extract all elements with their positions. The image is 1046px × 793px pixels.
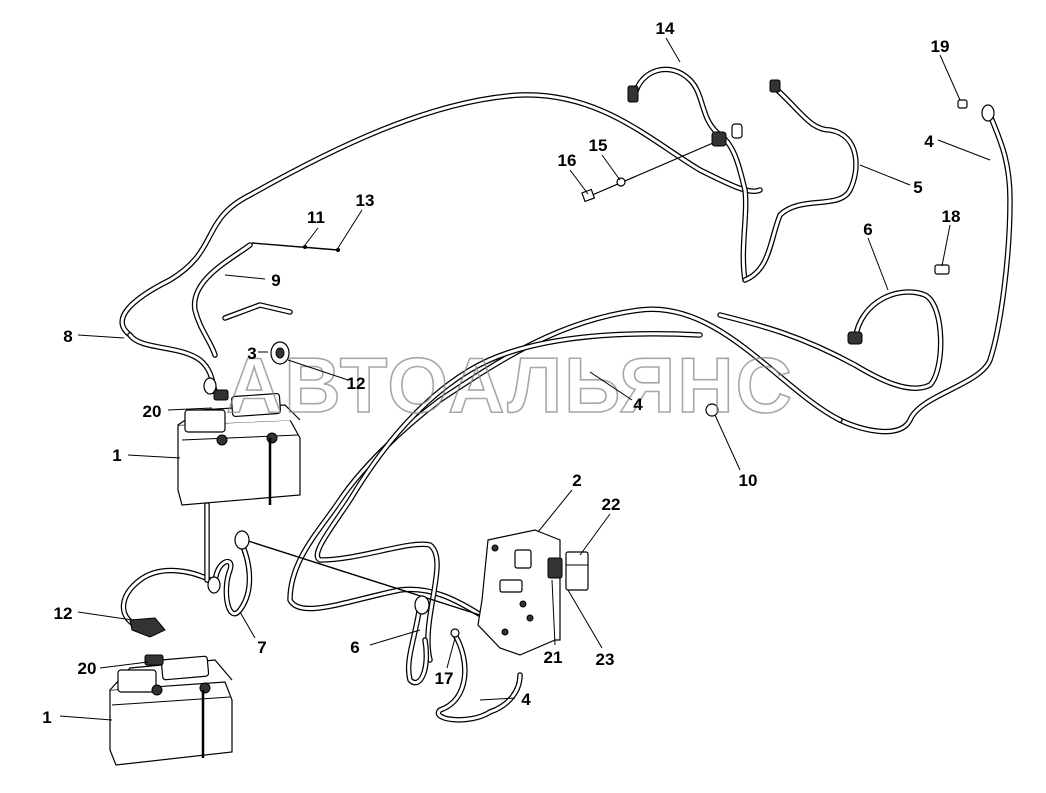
callout-11: 11 bbox=[307, 208, 325, 227]
callout-18: 18 bbox=[942, 207, 961, 226]
callout-6-upper: 6 bbox=[863, 220, 872, 239]
cable-14 bbox=[632, 66, 749, 283]
clamp-3 bbox=[270, 341, 290, 365]
cable-4-lower bbox=[435, 632, 523, 723]
ring-10 bbox=[705, 403, 719, 417]
leader-lines bbox=[59, 37, 991, 721]
terminal-14-end bbox=[627, 85, 639, 103]
terminal-6-lower bbox=[414, 595, 430, 615]
callout-6-lower: 6 bbox=[350, 638, 359, 657]
battery-upper bbox=[177, 392, 301, 506]
cable-5 bbox=[742, 85, 859, 283]
cable-4-right bbox=[837, 112, 1013, 435]
bolt-16-line bbox=[581, 139, 721, 203]
bolt-18 bbox=[934, 264, 950, 275]
watermark-text: АВТОАЛЬЯНС bbox=[226, 341, 794, 429]
callout-20-lower: 20 bbox=[78, 659, 97, 678]
terminal-7-top bbox=[234, 530, 250, 550]
callout-12-upper: 12 bbox=[347, 374, 366, 393]
cable-4-mid bbox=[314, 331, 703, 663]
callout-9: 9 bbox=[271, 271, 280, 290]
callout-12-lower: 12 bbox=[54, 604, 73, 623]
callout-17: 17 bbox=[435, 669, 454, 688]
cable-6-lower bbox=[405, 602, 430, 686]
callout-14: 14 bbox=[656, 19, 675, 38]
cable-6-upper bbox=[717, 289, 944, 391]
connector-21 bbox=[547, 557, 563, 579]
callout-5: 5 bbox=[913, 178, 922, 197]
cable-8-lower bbox=[127, 332, 218, 395]
cable-7 bbox=[212, 537, 253, 617]
ground-strap-line bbox=[244, 539, 481, 616]
terminal-5-end bbox=[769, 79, 781, 93]
callout-19: 19 bbox=[931, 37, 950, 56]
callout-16: 16 bbox=[558, 151, 577, 170]
terminal-7-bottom bbox=[207, 576, 221, 594]
clamp-12-lower bbox=[129, 617, 166, 638]
cable-8-main-harness bbox=[119, 92, 763, 338]
switch-module-2 bbox=[477, 529, 561, 656]
callout-4-right: 4 bbox=[924, 132, 934, 151]
battery-lower bbox=[109, 654, 233, 766]
cable-12-lower bbox=[120, 567, 213, 628]
cable-4-long bbox=[287, 306, 843, 623]
callout-3: 3 bbox=[247, 344, 256, 363]
callout-21: 21 bbox=[544, 648, 563, 667]
connector-6 bbox=[847, 331, 863, 345]
callout-20-upper: 20 bbox=[143, 402, 162, 421]
callout-15: 15 bbox=[589, 136, 608, 155]
cable-9 bbox=[191, 242, 293, 358]
callout-7: 7 bbox=[257, 638, 266, 657]
bolt-11-line bbox=[251, 242, 340, 252]
callout-22: 22 bbox=[602, 495, 621, 514]
callout-4-lower: 4 bbox=[521, 690, 531, 709]
terminal-upper-battery bbox=[203, 377, 229, 401]
callout-10: 10 bbox=[739, 471, 758, 490]
junction-upper bbox=[711, 123, 743, 147]
callout-4-middle: 4 bbox=[633, 395, 643, 414]
callout-2: 2 bbox=[572, 471, 581, 490]
callouts: 1 1 2 3 4 4 4 5 6 6 7 8 9 10 11 12 12 13… bbox=[42, 19, 960, 727]
callout-1-upper: 1 bbox=[112, 446, 121, 465]
terminal-4-end bbox=[981, 104, 995, 122]
callout-1-lower: 1 bbox=[42, 708, 51, 727]
nut-17 bbox=[450, 628, 460, 638]
callout-8: 8 bbox=[63, 327, 72, 346]
callout-13: 13 bbox=[356, 191, 375, 210]
callout-23: 23 bbox=[596, 650, 615, 669]
nut-19 bbox=[957, 99, 968, 109]
connector-22 bbox=[565, 551, 589, 591]
